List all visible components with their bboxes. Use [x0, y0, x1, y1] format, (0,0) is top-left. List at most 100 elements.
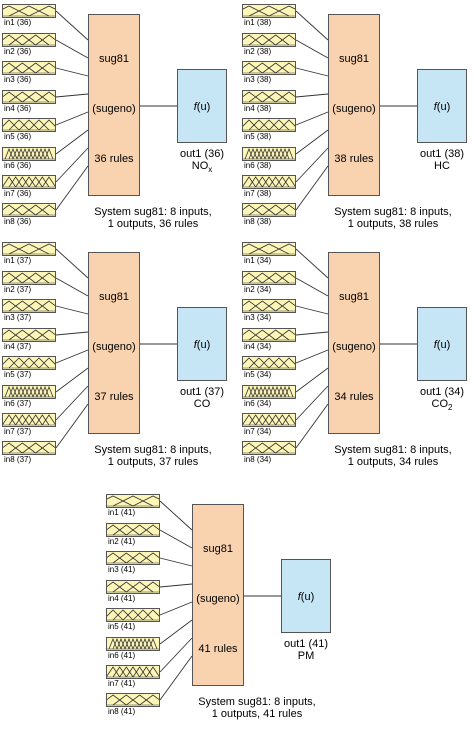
pollutant-subscript: 2 — [448, 403, 453, 413]
sugeno-system-box[interactable]: sug81(sugeno)36 rules — [88, 14, 140, 196]
input-label: in7 (37) — [4, 427, 32, 436]
output-function-box[interactable]: f(u) — [281, 559, 331, 633]
rule-count: 36 rules — [94, 153, 134, 165]
sugeno-system-box[interactable]: sug81(sugeno)37 rules — [88, 252, 140, 434]
input-connection-line — [55, 129, 89, 155]
input-connection-line — [295, 10, 329, 41]
input-connection-line — [55, 39, 89, 59]
input-mf-box[interactable] — [106, 523, 160, 537]
input-label: in7 (38) — [244, 189, 272, 198]
input-mf-box[interactable] — [242, 118, 296, 132]
input-mf-box[interactable] — [2, 90, 56, 104]
input-mf-box[interactable] — [2, 441, 56, 455]
input-mf-box[interactable] — [242, 242, 296, 256]
pollutant-main: CO — [193, 398, 211, 410]
connection-lines — [55, 10, 177, 211]
membership-function-icon — [3, 148, 55, 160]
input-mf-box[interactable] — [2, 175, 56, 189]
input-mf-box[interactable] — [106, 637, 160, 651]
system-type: (sugeno) — [92, 103, 136, 115]
input-mf-box[interactable] — [2, 328, 56, 342]
input-mf-box[interactable] — [242, 90, 296, 104]
input-mf-box[interactable] — [242, 328, 296, 342]
input-connection-line — [159, 655, 193, 701]
input-mf-box[interactable] — [2, 4, 56, 18]
input-mf-box[interactable] — [242, 356, 296, 370]
output-name: out1 (37) — [179, 386, 225, 398]
input-connection-line — [55, 349, 89, 364]
input-mf-box[interactable] — [2, 242, 56, 256]
membership-function-icon — [243, 243, 295, 255]
membership-function-icon — [107, 552, 159, 564]
input-mf-box[interactable] — [242, 299, 296, 313]
input-mf-box[interactable] — [242, 147, 296, 161]
input-mf-box[interactable] — [2, 147, 56, 161]
membership-function-icon — [243, 272, 295, 284]
caption-line-2: 1 outputs, 41 rules — [211, 708, 303, 720]
caption-line-1: System sug81: 8 inputs, — [198, 696, 316, 708]
sugeno-system-box[interactable]: sug81(sugeno)41 rules — [192, 504, 244, 686]
input-mf-box[interactable] — [2, 118, 56, 132]
input-mf-box[interactable] — [2, 271, 56, 285]
input-mf-box[interactable] — [106, 551, 160, 565]
input-mf-box[interactable] — [242, 4, 296, 18]
input-label: in5 (41) — [108, 622, 136, 631]
input-label: in8 (36) — [4, 217, 32, 226]
pollutant-label: PM — [269, 650, 343, 666]
input-mf-box[interactable] — [2, 203, 56, 217]
caption-line-1: System sug81: 8 inputs, — [334, 206, 452, 218]
input-connection-line — [159, 601, 193, 616]
input-mf-box[interactable] — [242, 175, 296, 189]
input-mf-box[interactable] — [242, 413, 296, 427]
input-mf-box[interactable] — [2, 413, 56, 427]
input-mf-box[interactable] — [106, 665, 160, 679]
rule-count: 38 rules — [334, 153, 374, 165]
membership-function-icon — [243, 386, 295, 398]
input-label: in7 (41) — [108, 679, 136, 688]
input-mf-box[interactable] — [242, 271, 296, 285]
input-mf-box[interactable] — [242, 441, 296, 455]
connection-lines — [159, 500, 281, 701]
input-mf-box[interactable] — [106, 494, 160, 508]
membership-function-icon — [3, 386, 55, 398]
input-connection-line — [55, 385, 89, 421]
input-mf-box[interactable] — [2, 385, 56, 399]
input-label: in3 (38) — [244, 75, 272, 84]
input-mf-box[interactable] — [242, 385, 296, 399]
input-label: in6 (34) — [244, 399, 272, 408]
system-name: sug81 — [203, 543, 233, 555]
input-label: in4 (36) — [4, 104, 32, 113]
membership-function-icon — [3, 119, 55, 131]
output-label-group: out1 (37)CO — [165, 386, 239, 414]
input-mf-box[interactable] — [106, 580, 160, 594]
input-label: in8 (38) — [244, 217, 272, 226]
input-label: in2 (38) — [244, 47, 272, 56]
input-mf-box[interactable] — [106, 608, 160, 622]
input-mf-box[interactable] — [2, 299, 56, 313]
input-label: in1 (37) — [4, 256, 32, 265]
input-label: in2 (34) — [244, 285, 272, 294]
output-function-box[interactable]: f(u) — [417, 307, 467, 381]
output-function-label: f(u) — [193, 101, 211, 113]
sugeno-system-box[interactable]: sug81(sugeno)34 rules — [328, 252, 380, 434]
input-mf-box[interactable] — [106, 693, 160, 707]
membership-function-icon — [243, 176, 295, 188]
fis-panel: in1 (38)in2 (38)in3 (38)in4 (38)in5 (38)… — [240, 0, 474, 235]
system-caption: System sug81: 8 inputs,1 outputs, 37 rul… — [58, 444, 248, 468]
input-mf-box[interactable] — [242, 203, 296, 217]
input-mf-box[interactable] — [242, 61, 296, 75]
input-mf-box[interactable] — [2, 61, 56, 75]
input-mf-box[interactable] — [2, 356, 56, 370]
input-label: in8 (41) — [108, 707, 136, 716]
sugeno-system-box[interactable]: sug81(sugeno)38 rules — [328, 14, 380, 196]
input-connection-line — [295, 129, 329, 155]
membership-function-icon — [3, 5, 55, 17]
input-mf-box[interactable] — [2, 33, 56, 47]
input-connection-line — [55, 403, 89, 449]
output-function-box[interactable]: f(u) — [417, 69, 467, 143]
output-function-box[interactable]: f(u) — [177, 69, 227, 143]
input-connection-line — [295, 331, 329, 336]
output-function-box[interactable]: f(u) — [177, 307, 227, 381]
fis-panel: in1 (36)in2 (36)in3 (36)in4 (36)in5 (36)… — [0, 0, 250, 235]
input-mf-box[interactable] — [242, 33, 296, 47]
